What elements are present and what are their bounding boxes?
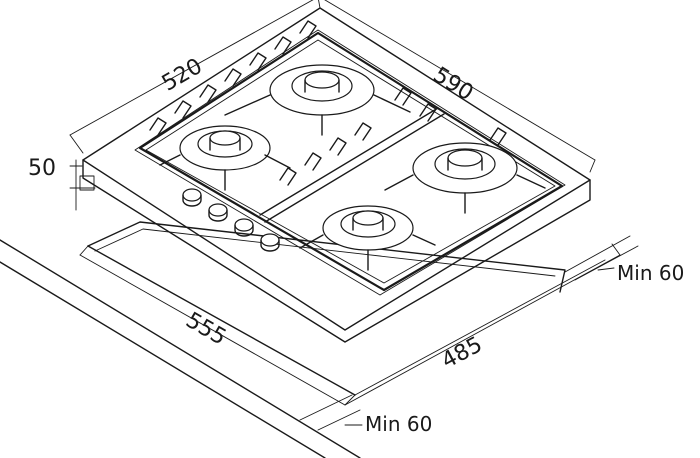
- countertop-edges: [0, 239, 361, 458]
- knob-2: [208, 203, 228, 222]
- grate-fingers: [149, 20, 507, 186]
- burner-front: [299, 205, 436, 271]
- clearance-front-label: Min 60: [365, 412, 432, 436]
- depth-top-label: 590: [429, 63, 478, 106]
- dimension-cutout-width: 555: [79, 245, 346, 406]
- dimension-clearance-front: Min 60: [299, 394, 432, 436]
- knob-4: [260, 233, 280, 252]
- width-top-label: 520: [158, 54, 207, 97]
- cutout-width-label: 555: [181, 308, 230, 351]
- burner-left: [159, 125, 291, 191]
- cutout-depth-label: 485: [438, 332, 487, 374]
- knob-3: [234, 218, 254, 237]
- burner-right: [384, 142, 546, 214]
- height-label: 50: [28, 156, 56, 181]
- dimension-height: 50: [28, 156, 96, 211]
- burner-rear-center: [224, 64, 411, 136]
- control-knobs: [182, 188, 280, 252]
- dimension-clearance-right: Min 60: [564, 235, 684, 285]
- knob-1: [182, 188, 202, 207]
- grates: [138, 31, 564, 292]
- clearance-right-label: Min 60: [617, 261, 684, 285]
- hob-body: [82, 7, 591, 343]
